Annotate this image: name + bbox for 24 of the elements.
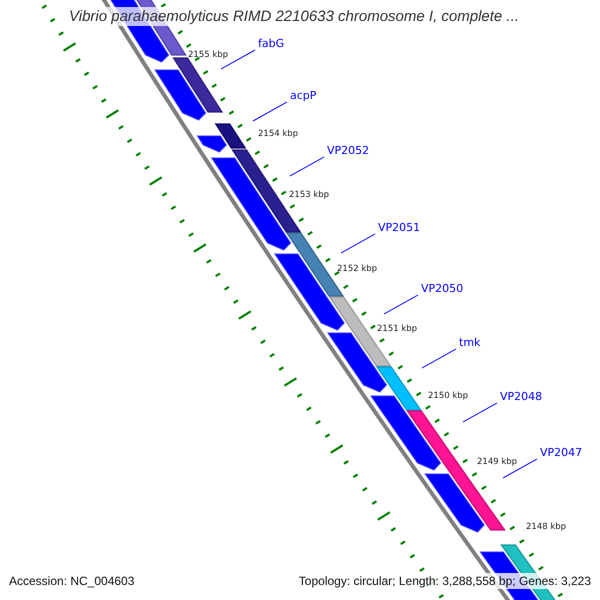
gene-label: tmk [459, 336, 480, 349]
scale-label: 2155 kbp [188, 50, 228, 60]
scale-label: 2153 kbp [289, 190, 330, 200]
scale-label: 2151 kbp [377, 324, 418, 334]
gene-label: VP2047 [540, 446, 582, 459]
scale-label: 2154 kbp [258, 129, 298, 139]
gene-label: VP2050 [421, 282, 464, 295]
gene-label: VP2052 [327, 144, 370, 157]
gene-label: fabG [258, 37, 284, 50]
gene-label: VP2051 [378, 221, 420, 234]
leader-line [340, 234, 376, 254]
scale-label: 2150 kbp [428, 391, 468, 401]
gene-label: VP2048 [500, 390, 542, 403]
scale-label: 2148 kbp [526, 522, 566, 532]
leader-line [462, 402, 498, 422]
leader-line [502, 458, 538, 478]
leader-line [252, 102, 288, 122]
leader-line [384, 294, 418, 314]
leader-line [422, 348, 456, 368]
leader-line [290, 156, 324, 176]
scale-label: 2149 kbp [477, 457, 518, 467]
leader-line [220, 50, 256, 70]
gene-label: acpP [290, 89, 316, 102]
scale-label: 2152 kbp [337, 264, 378, 274]
